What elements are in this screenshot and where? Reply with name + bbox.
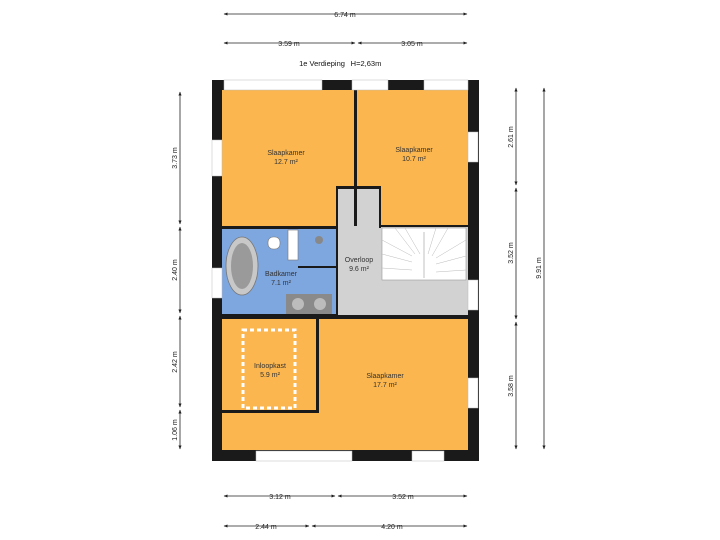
window: [467, 131, 479, 163]
wall: [336, 186, 381, 189]
dim-left-2: 2.40 m: [172, 259, 179, 281]
dim-bottom-1-left: 3.12 m: [269, 494, 291, 501]
toilet-icon: [267, 236, 281, 250]
wall: [379, 186, 381, 228]
plan-body: Slaapkamer 12.7 m² Slaapkamer 10.7 m² Ba…: [211, 79, 479, 462]
window: [211, 139, 223, 177]
dim-right-3: 3.58 m: [508, 375, 515, 397]
room-slaapkamer-nw: [222, 90, 354, 226]
dim-bottom-2-right: 4.20 m: [381, 524, 403, 531]
dim-right-2: 3.52 m: [508, 242, 515, 264]
label-inloopkast: Inloopkast: [254, 363, 286, 370]
dim-bottom-2-left: 2.44 m: [255, 524, 277, 531]
dim-top-total: 6.74 m: [334, 12, 356, 19]
sink-icon: [292, 298, 304, 310]
label-overloop: Overloop: [345, 257, 374, 264]
floor-label: 1e Verdieping: [299, 59, 345, 68]
wall: [222, 410, 319, 413]
wall: [298, 266, 336, 268]
dim-left-1: 3.73 m: [172, 147, 179, 169]
dim-top-left: 3.59 m: [278, 41, 300, 48]
area-overloop: 9.6 m²: [349, 266, 370, 273]
dim-left-3: 2.42 m: [172, 351, 179, 373]
area-slaapkamer-nw: 12.7 m²: [274, 159, 298, 166]
window: [467, 279, 479, 311]
area-inloopkast: 5.9 m²: [260, 372, 281, 379]
label-slaapkamer-ne: Slaapkamer: [395, 147, 433, 154]
wall: [222, 315, 468, 319]
wall: [316, 319, 319, 413]
window: [255, 450, 353, 462]
window: [423, 79, 469, 91]
top-dimensions: 6.74 m 3.59 m 3.05 m: [223, 12, 468, 48]
area-slaapkamer-s: 17.7 m²: [373, 382, 397, 389]
area-slaapkamer-ne: 10.7 m²: [402, 156, 426, 163]
label-slaapkamer-s: Slaapkamer: [366, 373, 404, 380]
wall: [354, 90, 357, 226]
wall: [222, 226, 336, 229]
label-badkamer: Badkamer: [265, 271, 298, 278]
sink-icon: [314, 298, 326, 310]
area-badkamer: 7.1 m²: [271, 280, 292, 287]
dim-bottom-1-right: 3.52 m: [392, 494, 414, 501]
bathroom-fixtures: [225, 229, 332, 314]
window: [211, 267, 223, 299]
window: [223, 79, 323, 91]
staircase: [381, 227, 467, 281]
room-slaapkamer-s: [222, 319, 468, 450]
shower-screen-icon: [287, 229, 299, 261]
window: [351, 79, 389, 91]
dim-right-1: 2.61 m: [508, 126, 515, 148]
bathtub-basin-icon: [231, 243, 253, 289]
bottom-dimensions: 3.12 m 3.52 m 2.44 m 4.20 m: [223, 494, 468, 531]
right-dimensions: 2.61 m 3.52 m 3.58 m 9.91 m: [508, 87, 546, 450]
wall: [379, 225, 468, 227]
window: [411, 450, 445, 462]
dim-top-right: 3.05 m: [401, 41, 423, 48]
height-label: H=2,63m: [351, 59, 382, 68]
label-slaapkamer-nw: Slaapkamer: [267, 150, 305, 157]
room-inloopkast-area: [222, 319, 316, 410]
wall: [336, 186, 338, 319]
dim-left-4: 1.06 m: [172, 419, 179, 441]
dim-right-total: 9.91 m: [536, 257, 543, 279]
shower-drain-icon: [315, 236, 323, 244]
closet-rack-icon: [241, 328, 297, 410]
left-dimensions: 3.73 m 2.40 m 2.42 m 1.06 m: [172, 91, 182, 450]
window: [467, 377, 479, 409]
